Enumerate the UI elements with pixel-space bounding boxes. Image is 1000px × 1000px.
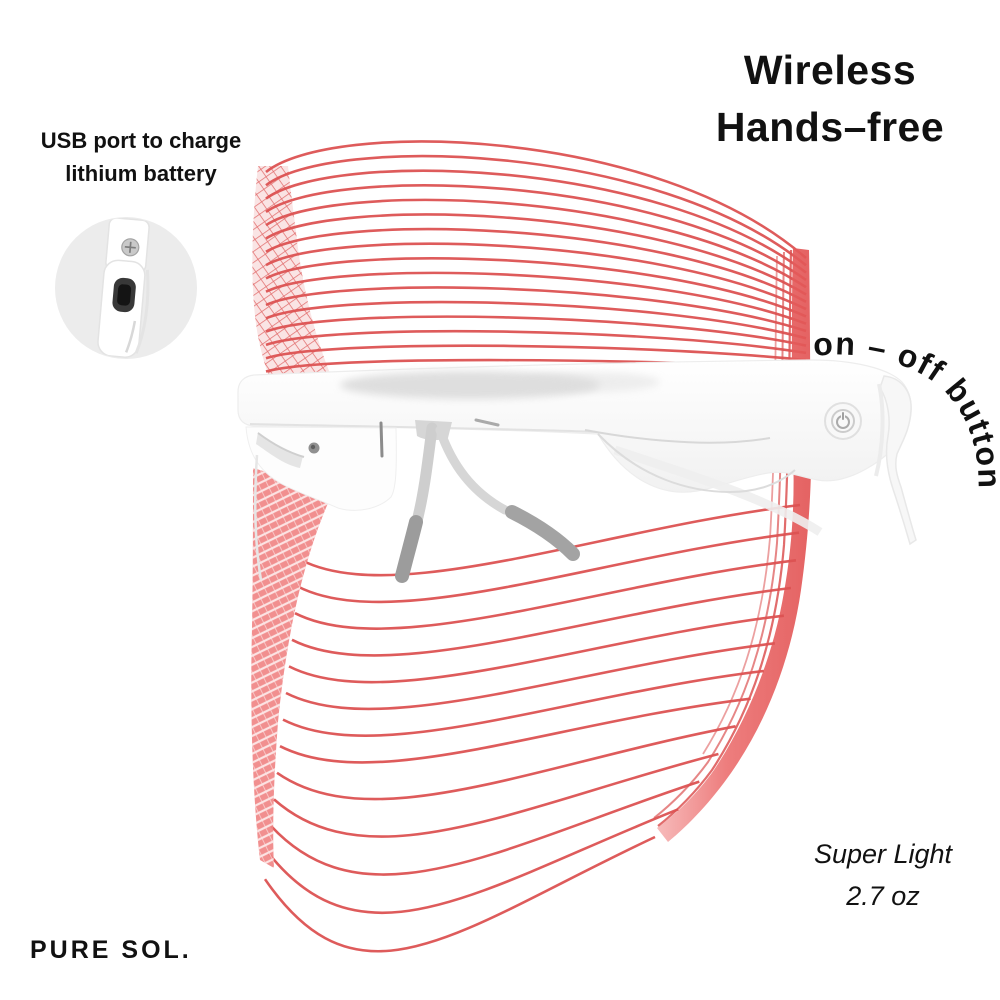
led-line [282, 669, 764, 737]
wireless-callout: Wireless Hands–free [660, 42, 1000, 155]
led-line [291, 586, 792, 657]
led-line [265, 227, 807, 303]
micro-usb-icon [112, 277, 136, 313]
led-line [265, 257, 807, 318]
nose-pad-right [505, 505, 580, 561]
power-icon [836, 412, 850, 429]
shield-top-edge [584, 429, 771, 444]
usb-callout: USB port to charge lithium battery [12, 124, 270, 190]
brand-logo: PURE SOL. [30, 936, 192, 964]
left-hinge-block [245, 418, 500, 581]
led-mesh-left-jaw [251, 468, 333, 868]
weight-line2: 2.7 oz [846, 880, 920, 911]
led-line [300, 503, 801, 577]
led-lines-face [263, 503, 801, 953]
led-line [294, 559, 797, 630]
led-line [265, 154, 807, 267]
frame-sheen-2 [520, 372, 660, 392]
led-line [265, 213, 807, 296]
nose-piece [395, 420, 580, 583]
frame-right-lower-edge [597, 433, 796, 494]
led-line [265, 315, 807, 347]
led-line [265, 184, 807, 281]
weight-callout: Super Light 2.7 oz [770, 834, 996, 918]
ear-hook [874, 375, 917, 546]
led-bundle-right [653, 248, 812, 842]
seam-line [124, 320, 137, 353]
led-lines-forehead [265, 140, 807, 373]
frame-notch [379, 421, 384, 458]
led-line [265, 329, 807, 355]
headband-frame [237, 359, 917, 583]
led-line [265, 271, 807, 325]
led-line [265, 344, 807, 362]
led-line [273, 752, 719, 838]
led-line [263, 835, 656, 953]
led-mask [251, 140, 812, 953]
shield-reflection [613, 445, 823, 536]
led-line [265, 286, 807, 333]
shield-left-edge [254, 454, 263, 581]
led-line [265, 140, 807, 259]
wireless-line2: Hands–free [715, 103, 945, 150]
led-line [279, 697, 751, 764]
nose-pad-left [395, 515, 423, 583]
weight-line1: Super Light [813, 839, 953, 869]
led-line [265, 242, 807, 311]
led-line [266, 808, 679, 915]
led-line [288, 614, 785, 684]
led-line [285, 642, 775, 711]
led-line [297, 531, 800, 604]
led-line [270, 780, 700, 876]
led-line [276, 725, 736, 801]
led-line [265, 300, 807, 340]
wireless-line1: Wireless [743, 47, 917, 93]
usb-line1: USB port to charge [40, 128, 242, 153]
screw-icon [121, 238, 140, 257]
hinge-gap [474, 418, 500, 427]
led-line [265, 169, 807, 274]
usb-line2: lithium battery [65, 161, 217, 186]
bar-bottom-shade [249, 423, 597, 433]
hinge-screw-icon [308, 442, 320, 454]
led-line [265, 198, 807, 289]
led-mesh-left-forehead [252, 166, 344, 404]
temple-arm-closeup [97, 218, 150, 358]
usb-port-inset [55, 217, 197, 359]
power-button[interactable] [824, 402, 862, 440]
